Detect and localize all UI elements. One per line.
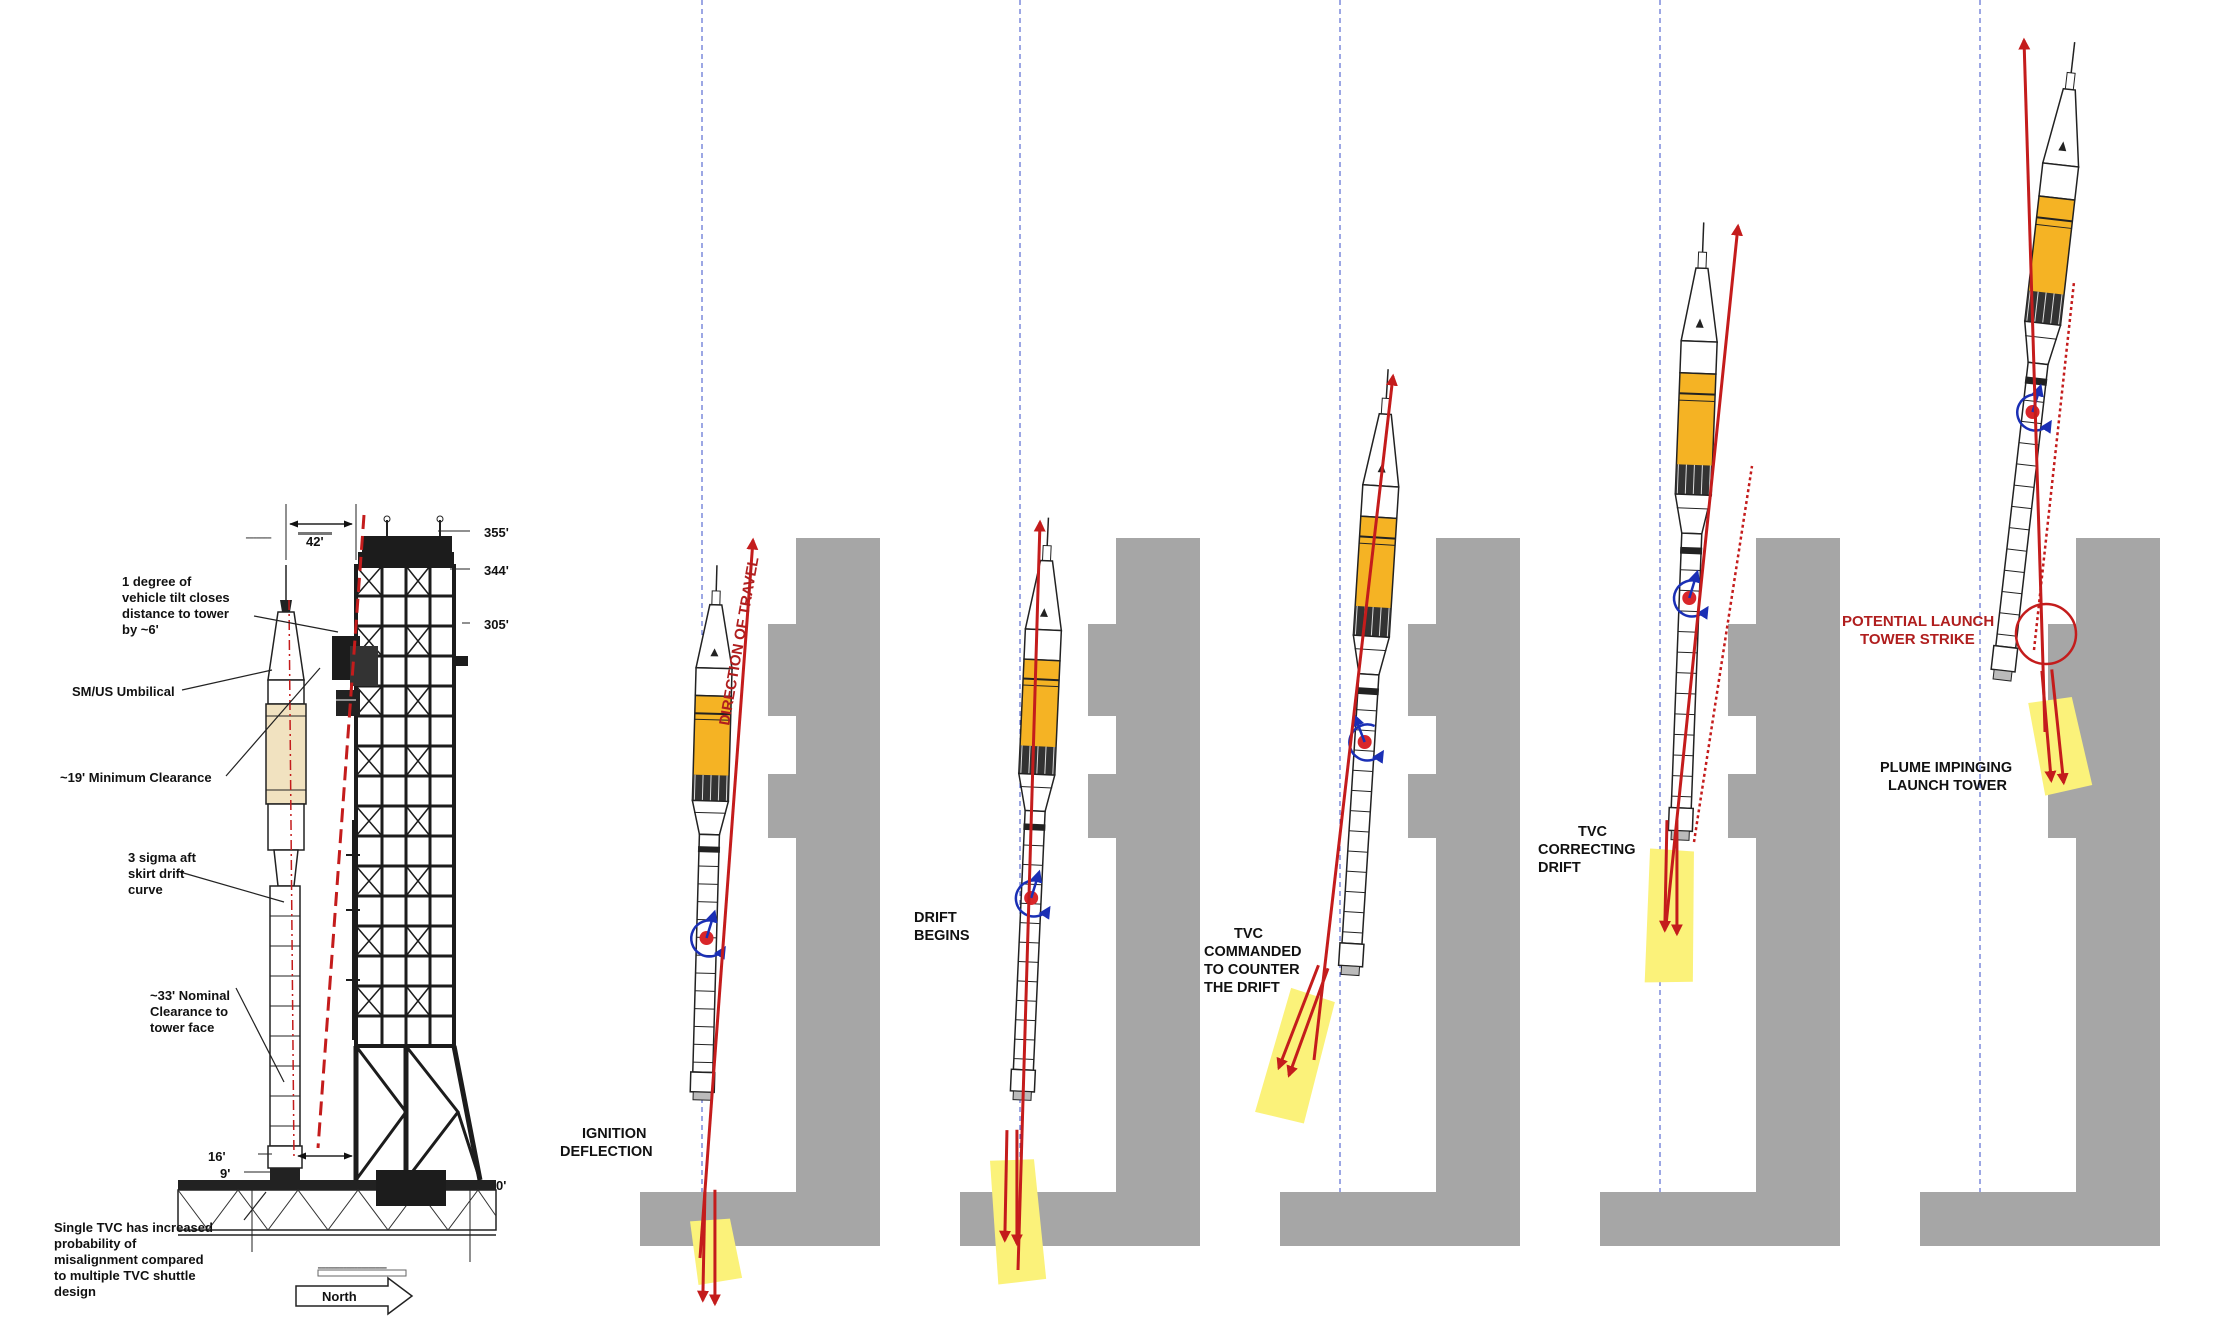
launch-tower-silhouette <box>640 538 880 1246</box>
offset-top-label: 42' <box>306 534 324 549</box>
drift-curve-line <box>288 599 295 1161</box>
launch-tower-silhouette <box>1920 538 2160 1246</box>
north-arrow-icon: North <box>295 1276 414 1316</box>
exhaust-arrow-icon <box>1010 1129 1023 1247</box>
exhaust-arrow-icon <box>2050 669 2069 786</box>
exhaust-arrow-icon <box>1670 819 1683 937</box>
left-panel: 42' 355' 344' 305' 0' 16' 9' ━━━━━━━ ━━━… <box>54 504 509 1316</box>
scale-note-bottom: ━━━━━━━━━━━━━━━━━━━ <box>317 1266 387 1272</box>
launch-tower-silhouette <box>1600 538 1840 1246</box>
exhaust-arrow-icon <box>998 1130 1011 1243</box>
exhaust-arrow-icon <box>1658 820 1671 933</box>
note-single-tvc: Single TVC has increased probability of … <box>54 1220 217 1299</box>
dimension-markers: 42' 355' 344' 305' 0' 16' 9' ━━━━━━━ ━━━… <box>208 504 509 1272</box>
launch-tower-truss <box>332 515 483 1206</box>
rotation-arrow-icon <box>2016 393 2052 434</box>
left-rocket <box>265 565 307 1182</box>
rocket <box>1337 369 1400 977</box>
exhaust-arrow-icon <box>1286 967 1330 1078</box>
rocket <box>689 565 733 1101</box>
left-panel-notes: 1 degree of vehicle tilt closes distance… <box>54 574 234 1299</box>
offset-16-label: 16' <box>208 1149 226 1164</box>
scale-note-top: ━━━━━━━ <box>245 536 272 542</box>
drift-projection-line <box>2032 281 2076 651</box>
height-355-label: 355' <box>484 525 509 540</box>
thrust-arrow-icon <box>698 537 759 1259</box>
offset-9-label: 9' <box>220 1166 230 1181</box>
note-umbilical: SM/US Umbilical <box>72 684 175 699</box>
rotation-arrow-icon <box>690 919 726 960</box>
height-305-label: 305' <box>484 617 509 632</box>
launch-tower-silhouette <box>1280 538 1520 1246</box>
exhaust-arrow-icon <box>708 1189 721 1307</box>
exhaust-plume <box>1644 848 1694 983</box>
drift-vector-icon <box>1352 713 1366 743</box>
rocket <box>1667 222 1718 841</box>
exhaust-arrow-icon <box>696 1190 709 1303</box>
exhaust-arrow-icon <box>1276 964 1320 1071</box>
drift-vector-icon <box>1688 569 1701 599</box>
mobile-launcher-deck <box>177 1180 497 1277</box>
strike-zone-circle <box>2014 602 2078 666</box>
height-0-label: 0' <box>496 1178 506 1193</box>
note-nominal: ~33' Nominal Clearance to tower face <box>150 988 234 1035</box>
note-leaders <box>179 615 339 1221</box>
note-min-clearance: ~19' Minimum Clearance <box>60 770 212 785</box>
height-344-label: 344' <box>484 563 509 578</box>
note-sigma: 3 sigma aft skirt drift curve <box>128 850 200 897</box>
drift-vector-icon <box>705 909 718 939</box>
thrust-arrow-icon <box>1664 223 1743 926</box>
note-tilt: 1 degree of vehicle tilt closes distance… <box>122 574 233 637</box>
exhaust-arrow-icon <box>2040 670 2057 784</box>
thrust-arrow-icon <box>1312 373 1398 1061</box>
tilt-drift-line <box>316 514 366 1149</box>
thrust-arrow-icon <box>2018 37 2047 733</box>
thrust-arrow-icon <box>1016 519 1046 1271</box>
launch-tower-silhouette <box>960 538 1200 1246</box>
rocket <box>1009 517 1063 1101</box>
north-label: North <box>322 1289 357 1304</box>
drift-vector-icon <box>1029 869 1043 899</box>
